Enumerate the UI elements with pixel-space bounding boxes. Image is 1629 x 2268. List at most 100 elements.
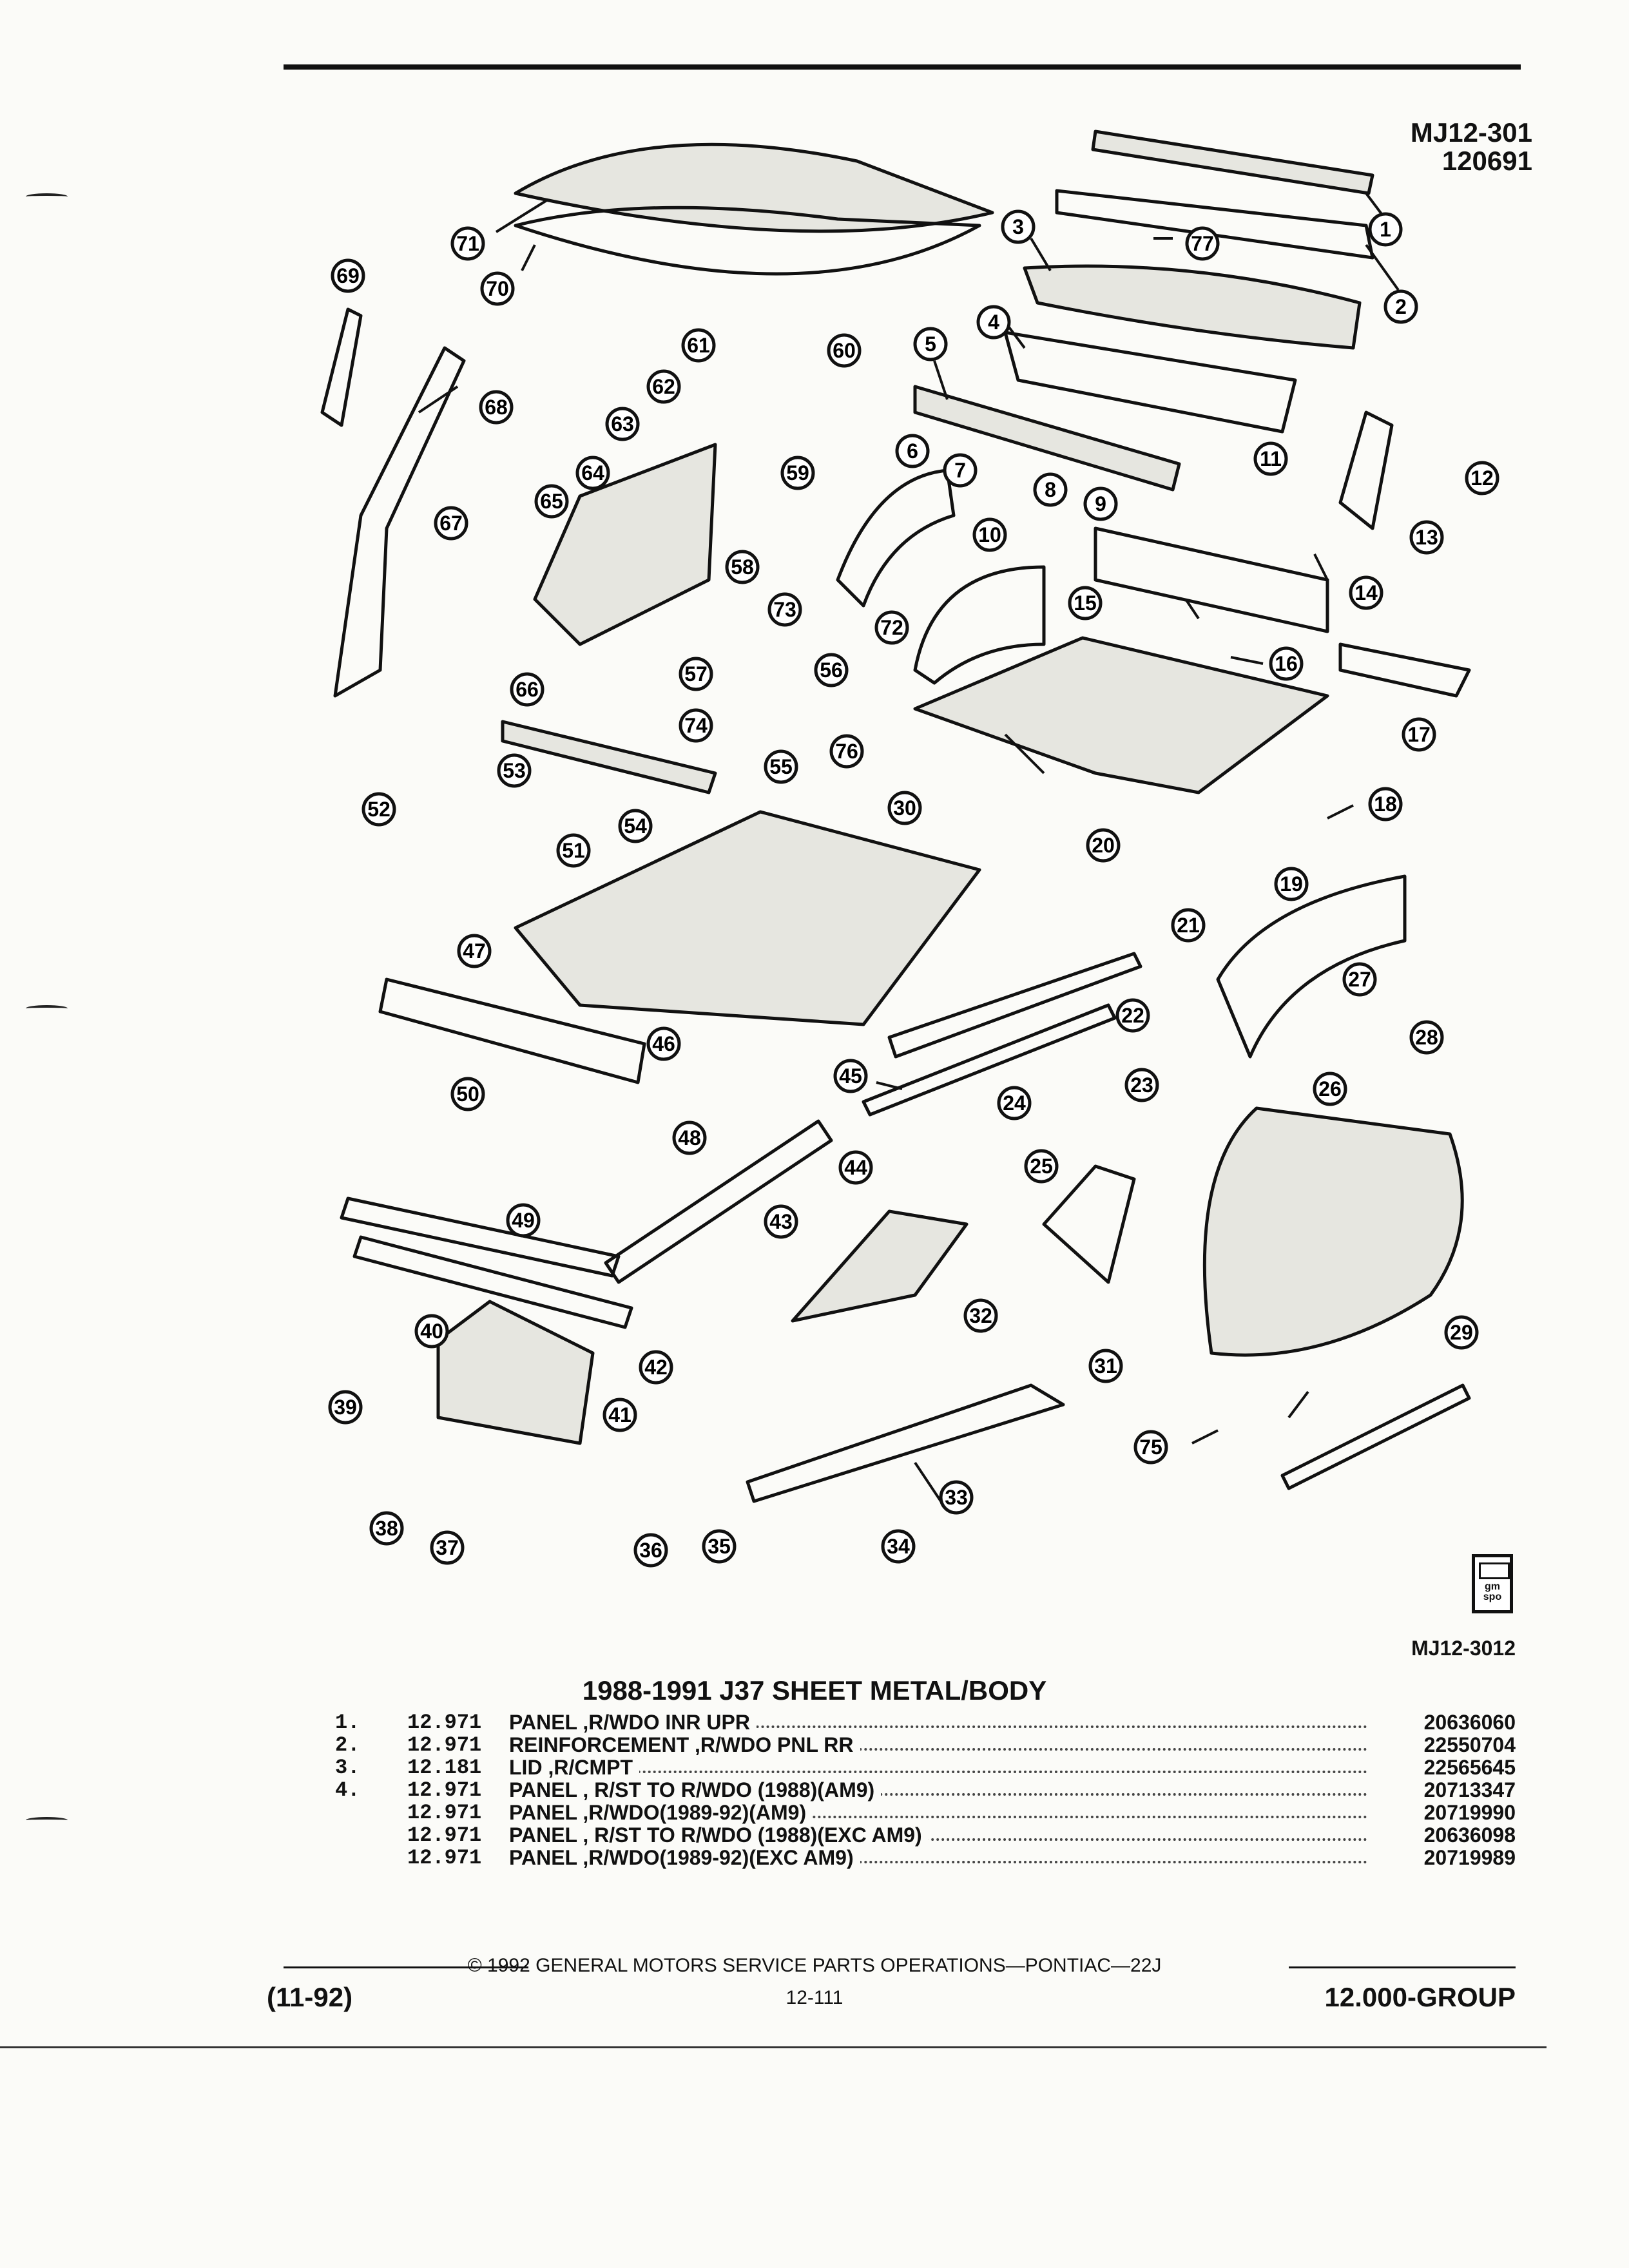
svg-text:63: 63: [611, 412, 634, 436]
part-54-drawing: [514, 810, 981, 1026]
svg-text:5: 5: [925, 332, 936, 356]
part-8-drawing: [913, 565, 1046, 685]
svg-text:36: 36: [639, 1539, 662, 1562]
callout-64: 64: [575, 456, 610, 490]
callout-29: 29: [1444, 1315, 1479, 1350]
svg-text:16: 16: [1275, 652, 1298, 675]
parts-list-row: 12.971 PANEL ,R/WDO(1989-92)(EXC AM9) 20…: [335, 1847, 1516, 1869]
callout-14: 14: [1349, 575, 1383, 610]
svg-text:35: 35: [708, 1535, 731, 1558]
parts-list: 1. 12.971 PANEL ,R/WDO INR UPR 20636060 …: [335, 1711, 1516, 1869]
callout-61: 61: [681, 328, 716, 363]
callout-17: 17: [1402, 717, 1436, 752]
part-25-drawing: [1042, 1164, 1136, 1284]
callout-77: 77: [1185, 226, 1220, 261]
svg-text:56: 56: [820, 658, 843, 682]
parts-list-row: 12.971 PANEL , R/ST TO R/WDO (1988)(EXC …: [335, 1824, 1516, 1847]
callout-46: 46: [646, 1026, 681, 1061]
callout-63: 63: [605, 407, 640, 441]
drawing-id: MJ12-3012: [1411, 1637, 1516, 1660]
svg-text:59: 59: [786, 461, 809, 485]
callout-16: 16: [1269, 646, 1304, 681]
callout-22: 22: [1115, 998, 1150, 1033]
part-number: 20719989: [1417, 1847, 1516, 1869]
part-22-drawing: [887, 952, 1142, 1059]
callout-28: 28: [1409, 1020, 1444, 1055]
item-number: 3.: [335, 1756, 360, 1780]
svg-text:64: 64: [581, 461, 604, 485]
callout-69: 69: [331, 258, 365, 293]
svg-text:14: 14: [1354, 581, 1378, 604]
parts-list-row: 2. 12.971 REINFORCEMENT ,R/WDO PNL RR 22…: [335, 1734, 1516, 1756]
svg-text:1: 1: [1380, 218, 1391, 241]
revision-date: (11-92): [267, 1982, 353, 2012]
part-32-drawing: [791, 1209, 969, 1323]
callout-24: 24: [997, 1086, 1032, 1120]
callout-27: 27: [1342, 962, 1377, 997]
group-code: 12.971: [407, 1711, 482, 1735]
callout-66: 66: [510, 672, 545, 707]
parts-list-row: 4. 12.971 PANEL , R/ST TO R/WDO (1988)(A…: [335, 1779, 1516, 1802]
callout-35: 35: [702, 1529, 737, 1564]
callout-71: 71: [450, 226, 485, 261]
callout-53: 53: [497, 753, 532, 788]
group-code: 12.971: [407, 1733, 482, 1757]
svg-text:2: 2: [1395, 295, 1407, 318]
logo-emblem: [1479, 1562, 1510, 1579]
svg-text:71: 71: [456, 232, 479, 255]
callout-34: 34: [881, 1529, 916, 1564]
part-number: 20713347: [1417, 1779, 1516, 1802]
leader-dots: [509, 1861, 1367, 1863]
svg-text:55: 55: [769, 755, 793, 778]
part-66-drawing: [501, 720, 717, 794]
part-3-drawing: [1023, 264, 1362, 350]
svg-text:75: 75: [1139, 1436, 1162, 1459]
svg-text:60: 60: [833, 339, 856, 362]
svg-text:62: 62: [652, 375, 675, 398]
svg-text:25: 25: [1030, 1155, 1053, 1178]
svg-text:27: 27: [1348, 968, 1371, 991]
svg-text:17: 17: [1407, 723, 1431, 746]
callout-57: 57: [679, 657, 713, 691]
svg-text:32: 32: [969, 1304, 992, 1327]
footer-rule-right: [1289, 1966, 1516, 1968]
svg-text:61: 61: [687, 334, 710, 357]
callout-38: 38: [369, 1511, 404, 1546]
svg-text:33: 33: [945, 1486, 968, 1509]
margin-mark: [26, 193, 68, 200]
svg-text:73: 73: [773, 598, 796, 621]
svg-text:12: 12: [1470, 466, 1494, 490]
svg-text:38: 38: [375, 1517, 398, 1540]
svg-text:65: 65: [540, 490, 563, 513]
callout-4: 4: [976, 305, 1011, 340]
header-code: MJ12-301: [1410, 117, 1532, 148]
callout-6: 6: [895, 434, 930, 468]
bottom-edge-line: [0, 2046, 1547, 2048]
group-code: 12.181: [407, 1756, 482, 1780]
callout-47: 47: [457, 934, 492, 968]
parts-list-row: 3. 12.181 LID ,R/CMPT 22565645: [335, 1756, 1516, 1779]
callout-76: 76: [829, 734, 864, 769]
svg-text:58: 58: [731, 555, 754, 579]
svg-text:23: 23: [1130, 1073, 1153, 1097]
callout-30: 30: [887, 791, 922, 825]
callout-12: 12: [1465, 461, 1499, 495]
callout-44: 44: [838, 1150, 873, 1185]
callout-59: 59: [780, 456, 815, 490]
callout-15: 15: [1068, 586, 1103, 620]
part-description: PANEL , R/ST TO R/WDO (1988)(AM9): [509, 1779, 882, 1802]
callout-51: 51: [556, 833, 591, 868]
callout-75: 75: [1133, 1430, 1168, 1465]
callout-50: 50: [450, 1077, 485, 1111]
svg-text:15: 15: [1074, 591, 1097, 615]
parts-list-row: 1. 12.971 PANEL ,R/WDO INR UPR 20636060: [335, 1711, 1516, 1734]
group-code: 12.971: [407, 1778, 482, 1802]
part-71-drawing: [514, 142, 994, 233]
svg-text:13: 13: [1415, 526, 1438, 549]
part-41-drawing: [352, 1235, 633, 1329]
callout-60: 60: [827, 333, 862, 368]
part-47-drawing: [378, 977, 646, 1084]
svg-text:18: 18: [1374, 793, 1397, 816]
copyright-notice: © 1992 GENERAL MOTORS SERVICE PARTS OPER…: [467, 1955, 1162, 1976]
callout-9: 9: [1083, 486, 1118, 521]
